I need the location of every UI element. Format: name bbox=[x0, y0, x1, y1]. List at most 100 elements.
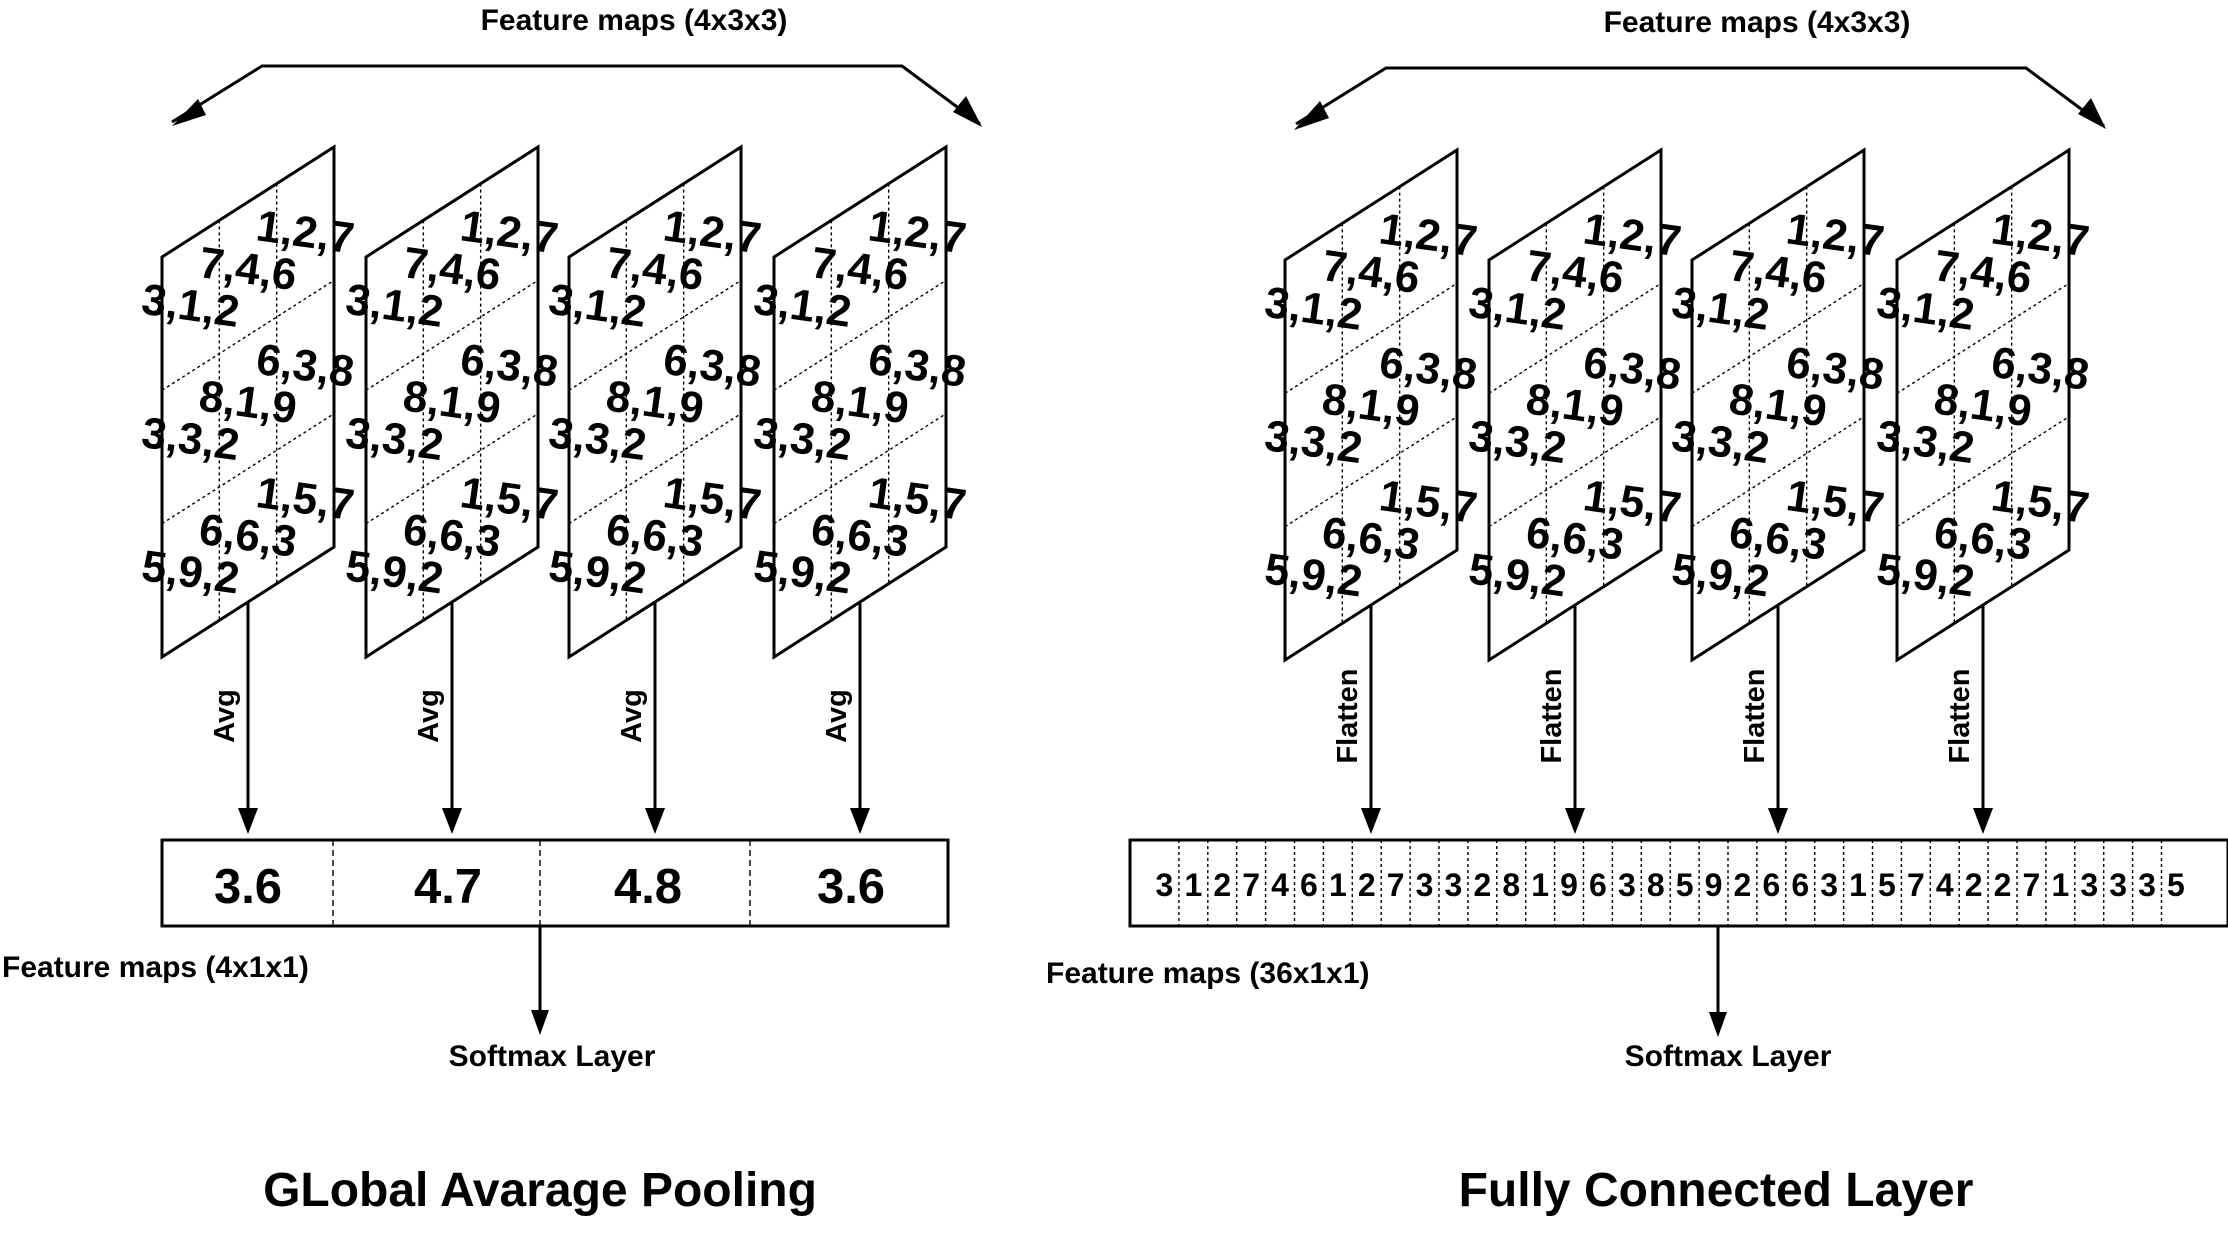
flat-cell-value: 4 bbox=[1271, 867, 1289, 903]
flat-cell-value: 2 bbox=[1994, 867, 2012, 903]
op-label: Avg bbox=[413, 689, 445, 743]
gap-top-arrowhead-left bbox=[172, 99, 206, 126]
flat-cell-value: 1 bbox=[1184, 867, 1202, 903]
op-label: Flatten bbox=[1739, 668, 1771, 763]
gap-feature-maps: 3,1,27,4,61,2,73,3,28,1,96,3,85,9,26,6,3… bbox=[139, 144, 969, 660]
flat-cell-value: 3 bbox=[2109, 867, 2127, 903]
flat-cell-value: 6 bbox=[1300, 867, 1318, 903]
fc-output-box bbox=[1128, 838, 2228, 928]
gap-top-label: Feature maps (4x3x3) bbox=[481, 4, 788, 37]
op-arrowhead bbox=[1973, 808, 1993, 834]
gap-panel: Feature maps (4x3x3) 3,1,27,4,61,2,73,3,… bbox=[2, 4, 982, 1217]
gap-softmax-label: Softmax Layer bbox=[449, 1040, 656, 1073]
grid-row-divider bbox=[1896, 416, 2070, 528]
flat-cell-value: 2 bbox=[1734, 867, 1752, 903]
op-arrowhead bbox=[850, 808, 870, 834]
flat-cell-value: 9 bbox=[1560, 867, 1578, 903]
grid-row-divider bbox=[161, 279, 335, 391]
flat-cell-value: 3 bbox=[1416, 867, 1434, 903]
fc-bottom-label: Feature maps (36x1x1) bbox=[1046, 957, 1370, 990]
grid-row-divider bbox=[365, 413, 539, 525]
flat-cell-value: 7 bbox=[2023, 867, 2041, 903]
fc-softmax-label: Softmax Layer bbox=[1625, 1040, 1832, 1073]
feature-map: 3,1,27,4,61,2,73,3,28,1,96,3,85,9,26,6,3… bbox=[546, 144, 764, 660]
flat-cell-value: 5 bbox=[2167, 867, 2185, 903]
flat-cell-value: 2 bbox=[1358, 867, 1376, 903]
feature-map: 3,1,27,4,61,2,73,3,28,1,96,3,85,9,26,6,3… bbox=[1262, 147, 1480, 663]
fc-top-arrowhead-left bbox=[1294, 101, 1329, 130]
op-label: Avg bbox=[821, 689, 853, 743]
grid-row-divider bbox=[1691, 282, 1865, 394]
flat-cell-value: 3 bbox=[1445, 867, 1463, 903]
fc-feature-maps: 3,1,27,4,61,2,73,3,28,1,96,3,85,9,26,6,3… bbox=[1262, 147, 2092, 663]
grid-row-divider bbox=[1896, 282, 2070, 394]
feature-map: 3,1,27,4,61,2,73,3,28,1,96,3,85,9,26,6,3… bbox=[343, 144, 561, 660]
op-arrowhead bbox=[1565, 808, 1585, 834]
op-label: Flatten bbox=[1944, 668, 1976, 763]
fc-top-label: Feature maps (4x3x3) bbox=[1604, 6, 1911, 39]
flat-cell-value: 4 bbox=[1936, 867, 1954, 903]
op-arrowhead bbox=[645, 808, 665, 834]
gap-pooled-value: 3.6 bbox=[817, 860, 885, 914]
grid-row-divider bbox=[161, 413, 335, 525]
flat-cell-value: 1 bbox=[1849, 867, 1867, 903]
grid-row-divider bbox=[1284, 416, 1458, 528]
flat-cell-value: 8 bbox=[1502, 867, 1520, 903]
flat-cell-value: 1 bbox=[1329, 867, 1347, 903]
grid-row-divider bbox=[1691, 416, 1865, 528]
flat-cell-value: 3 bbox=[2080, 867, 2098, 903]
flat-cell-value: 3 bbox=[2138, 867, 2156, 903]
gap-softmax-arrowhead bbox=[531, 1010, 549, 1035]
flat-cell-value: 1 bbox=[2051, 867, 2069, 903]
feature-map: 3,1,27,4,61,2,73,3,28,1,96,3,85,9,26,6,3… bbox=[139, 144, 357, 660]
op-arrowhead bbox=[442, 808, 462, 834]
flat-cell-value: 6 bbox=[1762, 867, 1780, 903]
flat-cell-value: 7 bbox=[1907, 867, 1925, 903]
fc-top-arrowhead-right bbox=[2078, 98, 2106, 129]
gap-top-bracket-arrow bbox=[171, 64, 981, 126]
flat-cell-value: 6 bbox=[1589, 867, 1607, 903]
flat-cell-value: 6 bbox=[1791, 867, 1809, 903]
grid-row-divider bbox=[1488, 416, 1662, 528]
feature-map: 3,1,27,4,61,2,73,3,28,1,96,3,85,9,26,6,3… bbox=[1669, 147, 1887, 663]
flat-cell-value: 9 bbox=[1705, 867, 1723, 903]
fc-top-bracket-arrow bbox=[1295, 66, 2105, 128]
flat-cell-value: 7 bbox=[1242, 867, 1260, 903]
grid-row-divider bbox=[1284, 282, 1458, 394]
gap-output-vector: 3.6 4.7 4.8 3.6 bbox=[160, 838, 950, 928]
grid-row-divider bbox=[773, 279, 947, 391]
op-label: Flatten bbox=[1332, 668, 1364, 763]
flat-cell-value: 3 bbox=[1618, 867, 1636, 903]
grid-row-divider bbox=[568, 279, 742, 391]
fc-softmax-arrowhead bbox=[1709, 1012, 1727, 1037]
flat-cell-value: 2 bbox=[1213, 867, 1231, 903]
flat-cell-value: 3 bbox=[1156, 867, 1174, 903]
flat-cell-value: 2 bbox=[1965, 867, 1983, 903]
gap-output-box bbox=[160, 838, 950, 928]
gap-top-arrowhead-right bbox=[953, 96, 982, 127]
gap-pooled-value: 3.6 bbox=[214, 860, 282, 914]
op-arrowhead bbox=[238, 808, 258, 834]
feature-map: 3,1,27,4,61,2,73,3,28,1,96,3,85,9,26,6,3… bbox=[751, 144, 969, 660]
gap-bottom-label: Feature maps (4x1x1) bbox=[2, 951, 309, 984]
flat-cell-value: 7 bbox=[1387, 867, 1405, 903]
fc-title: Fully Connected Layer bbox=[1459, 1164, 1974, 1217]
op-label: Flatten bbox=[1536, 668, 1568, 763]
op-arrowhead bbox=[1768, 808, 1788, 834]
grid-row-divider bbox=[1488, 282, 1662, 394]
fc-flatten-arrows: Flatten Flatten Flatten Flatten bbox=[1332, 605, 1993, 834]
gap-pooled-value: 4.8 bbox=[614, 860, 682, 914]
gap-title: GLobal Avarage Pooling bbox=[263, 1164, 817, 1217]
grid-row-divider bbox=[568, 413, 742, 525]
op-label: Avg bbox=[209, 689, 241, 743]
flat-cell-value: 5 bbox=[1676, 867, 1694, 903]
feature-map: 3,1,27,4,61,2,73,3,28,1,96,3,85,9,26,6,3… bbox=[1466, 147, 1684, 663]
flat-cell-value: 8 bbox=[1647, 867, 1665, 903]
flat-cell-value: 1 bbox=[1531, 867, 1549, 903]
grid-row-divider bbox=[365, 279, 539, 391]
flat-cell-value: 5 bbox=[1878, 867, 1896, 903]
